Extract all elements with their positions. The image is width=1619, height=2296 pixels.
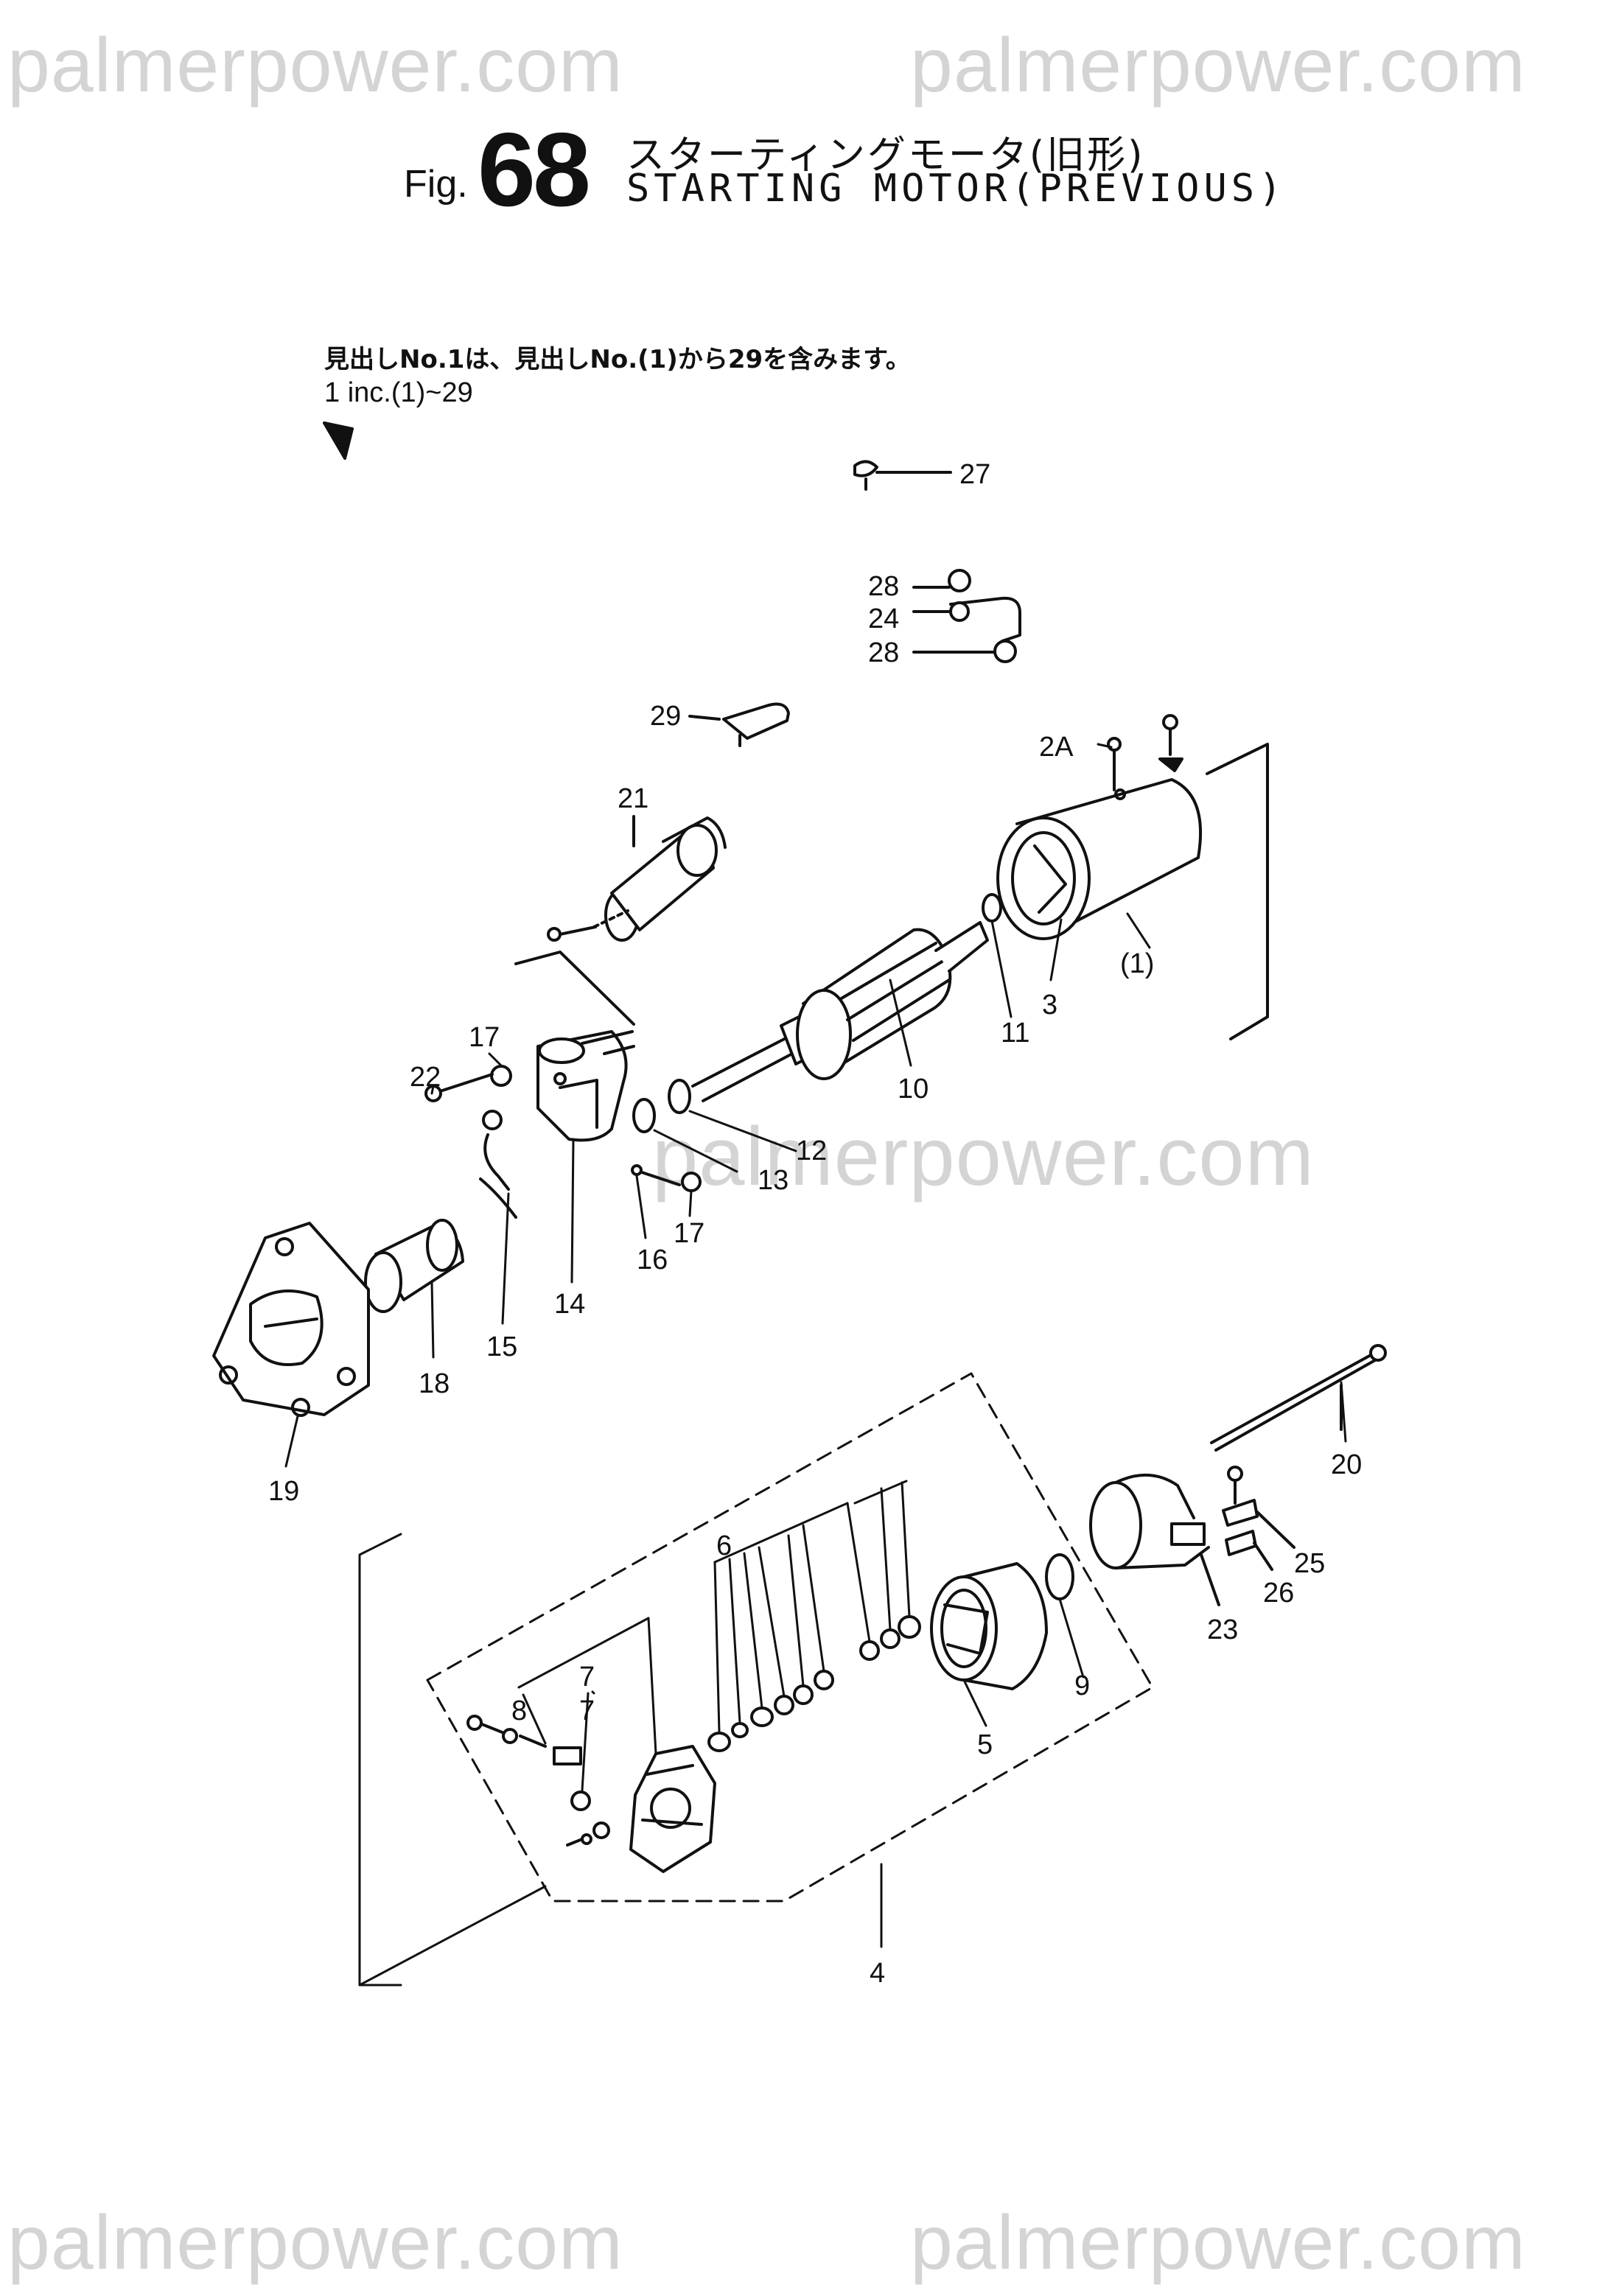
part-9-ring-icon [1045, 1553, 1074, 1600]
callout-1: (1) [1120, 948, 1154, 979]
callout-7-lower: 7 [579, 1695, 595, 1726]
watermark-bottom-right: palmerpower.com [910, 2200, 1526, 2286]
callout-28-bottom: 28 [868, 637, 899, 668]
part-11-washer-icon [982, 893, 1002, 923]
part-10-armature-icon [691, 921, 989, 1102]
callout-3: 3 [1042, 990, 1057, 1021]
part-28-24-clip-icon [912, 569, 1021, 663]
callout-15: 15 [486, 1331, 517, 1362]
watermark-top-left: palmerpower.com [7, 23, 623, 108]
callout-17-lower: 17 [674, 1218, 704, 1249]
title-japanese: スターティングモータ(旧形) [626, 133, 1145, 178]
callout-13: 13 [758, 1165, 788, 1196]
callout-9: 9 [1074, 1670, 1090, 1701]
callout-17-upper: 17 [469, 1022, 500, 1053]
callout-8: 8 [511, 1695, 527, 1726]
part-16-pin-icon [631, 1164, 681, 1186]
part-13-washer-icon [632, 1098, 656, 1133]
callout-10: 10 [898, 1074, 929, 1105]
part-19-front-housing-icon [212, 1222, 370, 1417]
part-15-shift-lever-icon [479, 1110, 517, 1219]
callout-20: 20 [1331, 1449, 1362, 1480]
part-23-band-icon [1089, 1466, 1295, 1606]
part-1-yoke-housing-icon [996, 714, 1202, 940]
callout-25: 25 [1294, 1548, 1325, 1579]
callout-24: 24 [868, 603, 899, 634]
callout-14: 14 [554, 1289, 585, 1320]
part-17-nut-icon [490, 1065, 512, 1087]
callout-4: 4 [870, 1958, 885, 1989]
part-29-terminal-icon [688, 702, 790, 747]
callout-7-upper: 7 [579, 1662, 595, 1693]
fig-label: Fig. [404, 163, 468, 206]
watermark-top-right: palmerpower.com [910, 23, 1526, 108]
callout-23: 23 [1207, 1614, 1238, 1645]
callout-28-top: 28 [868, 571, 899, 602]
callout-6: 6 [716, 1530, 732, 1561]
part-18-pinion-clutch-icon [350, 1219, 464, 1313]
title-english: STARTING MOTOR(PREVIOUS) [626, 167, 1287, 211]
part-5-rear-cover-icon [930, 1562, 1048, 1690]
part-12-washer-icon [668, 1079, 691, 1114]
callout-18: 18 [419, 1368, 450, 1399]
callout-29: 29 [650, 701, 681, 732]
inclusion-note-english: 1 inc.(1)~29 [324, 377, 473, 408]
part-27-icon [853, 460, 952, 491]
direction-arrow-icon [323, 421, 354, 460]
fig-number: 68 [478, 111, 591, 228]
callout-11: 11 [1001, 1018, 1029, 1049]
part-21-solenoid-icon [547, 815, 727, 942]
callout-16: 16 [637, 1245, 668, 1275]
washer-stack-icon [707, 1615, 921, 1752]
callout-27: 27 [959, 459, 990, 490]
callout-12: 12 [796, 1135, 827, 1166]
watermark-center: palmerpower.com [652, 1110, 1315, 1203]
callout-5: 5 [977, 1729, 993, 1760]
callout-26: 26 [1263, 1578, 1294, 1609]
callout-2A: 2A [1039, 732, 1074, 763]
part-17-nut-icon-2 [681, 1172, 702, 1192]
inclusion-note-japanese: 見出しNo.1は、見出しNo.(1)から29を含みます。 [324, 345, 911, 374]
watermark-bottom-left: palmerpower.com [7, 2200, 623, 2286]
callout-22: 22 [410, 1062, 441, 1093]
part-14-lever-housing-icon [536, 1030, 635, 1142]
callout-19: 19 [268, 1476, 299, 1507]
part-4-brush-holder-icon [466, 1715, 716, 1873]
callout-21: 21 [618, 783, 648, 814]
part-20-through-bolt-icon [1210, 1344, 1387, 1452]
